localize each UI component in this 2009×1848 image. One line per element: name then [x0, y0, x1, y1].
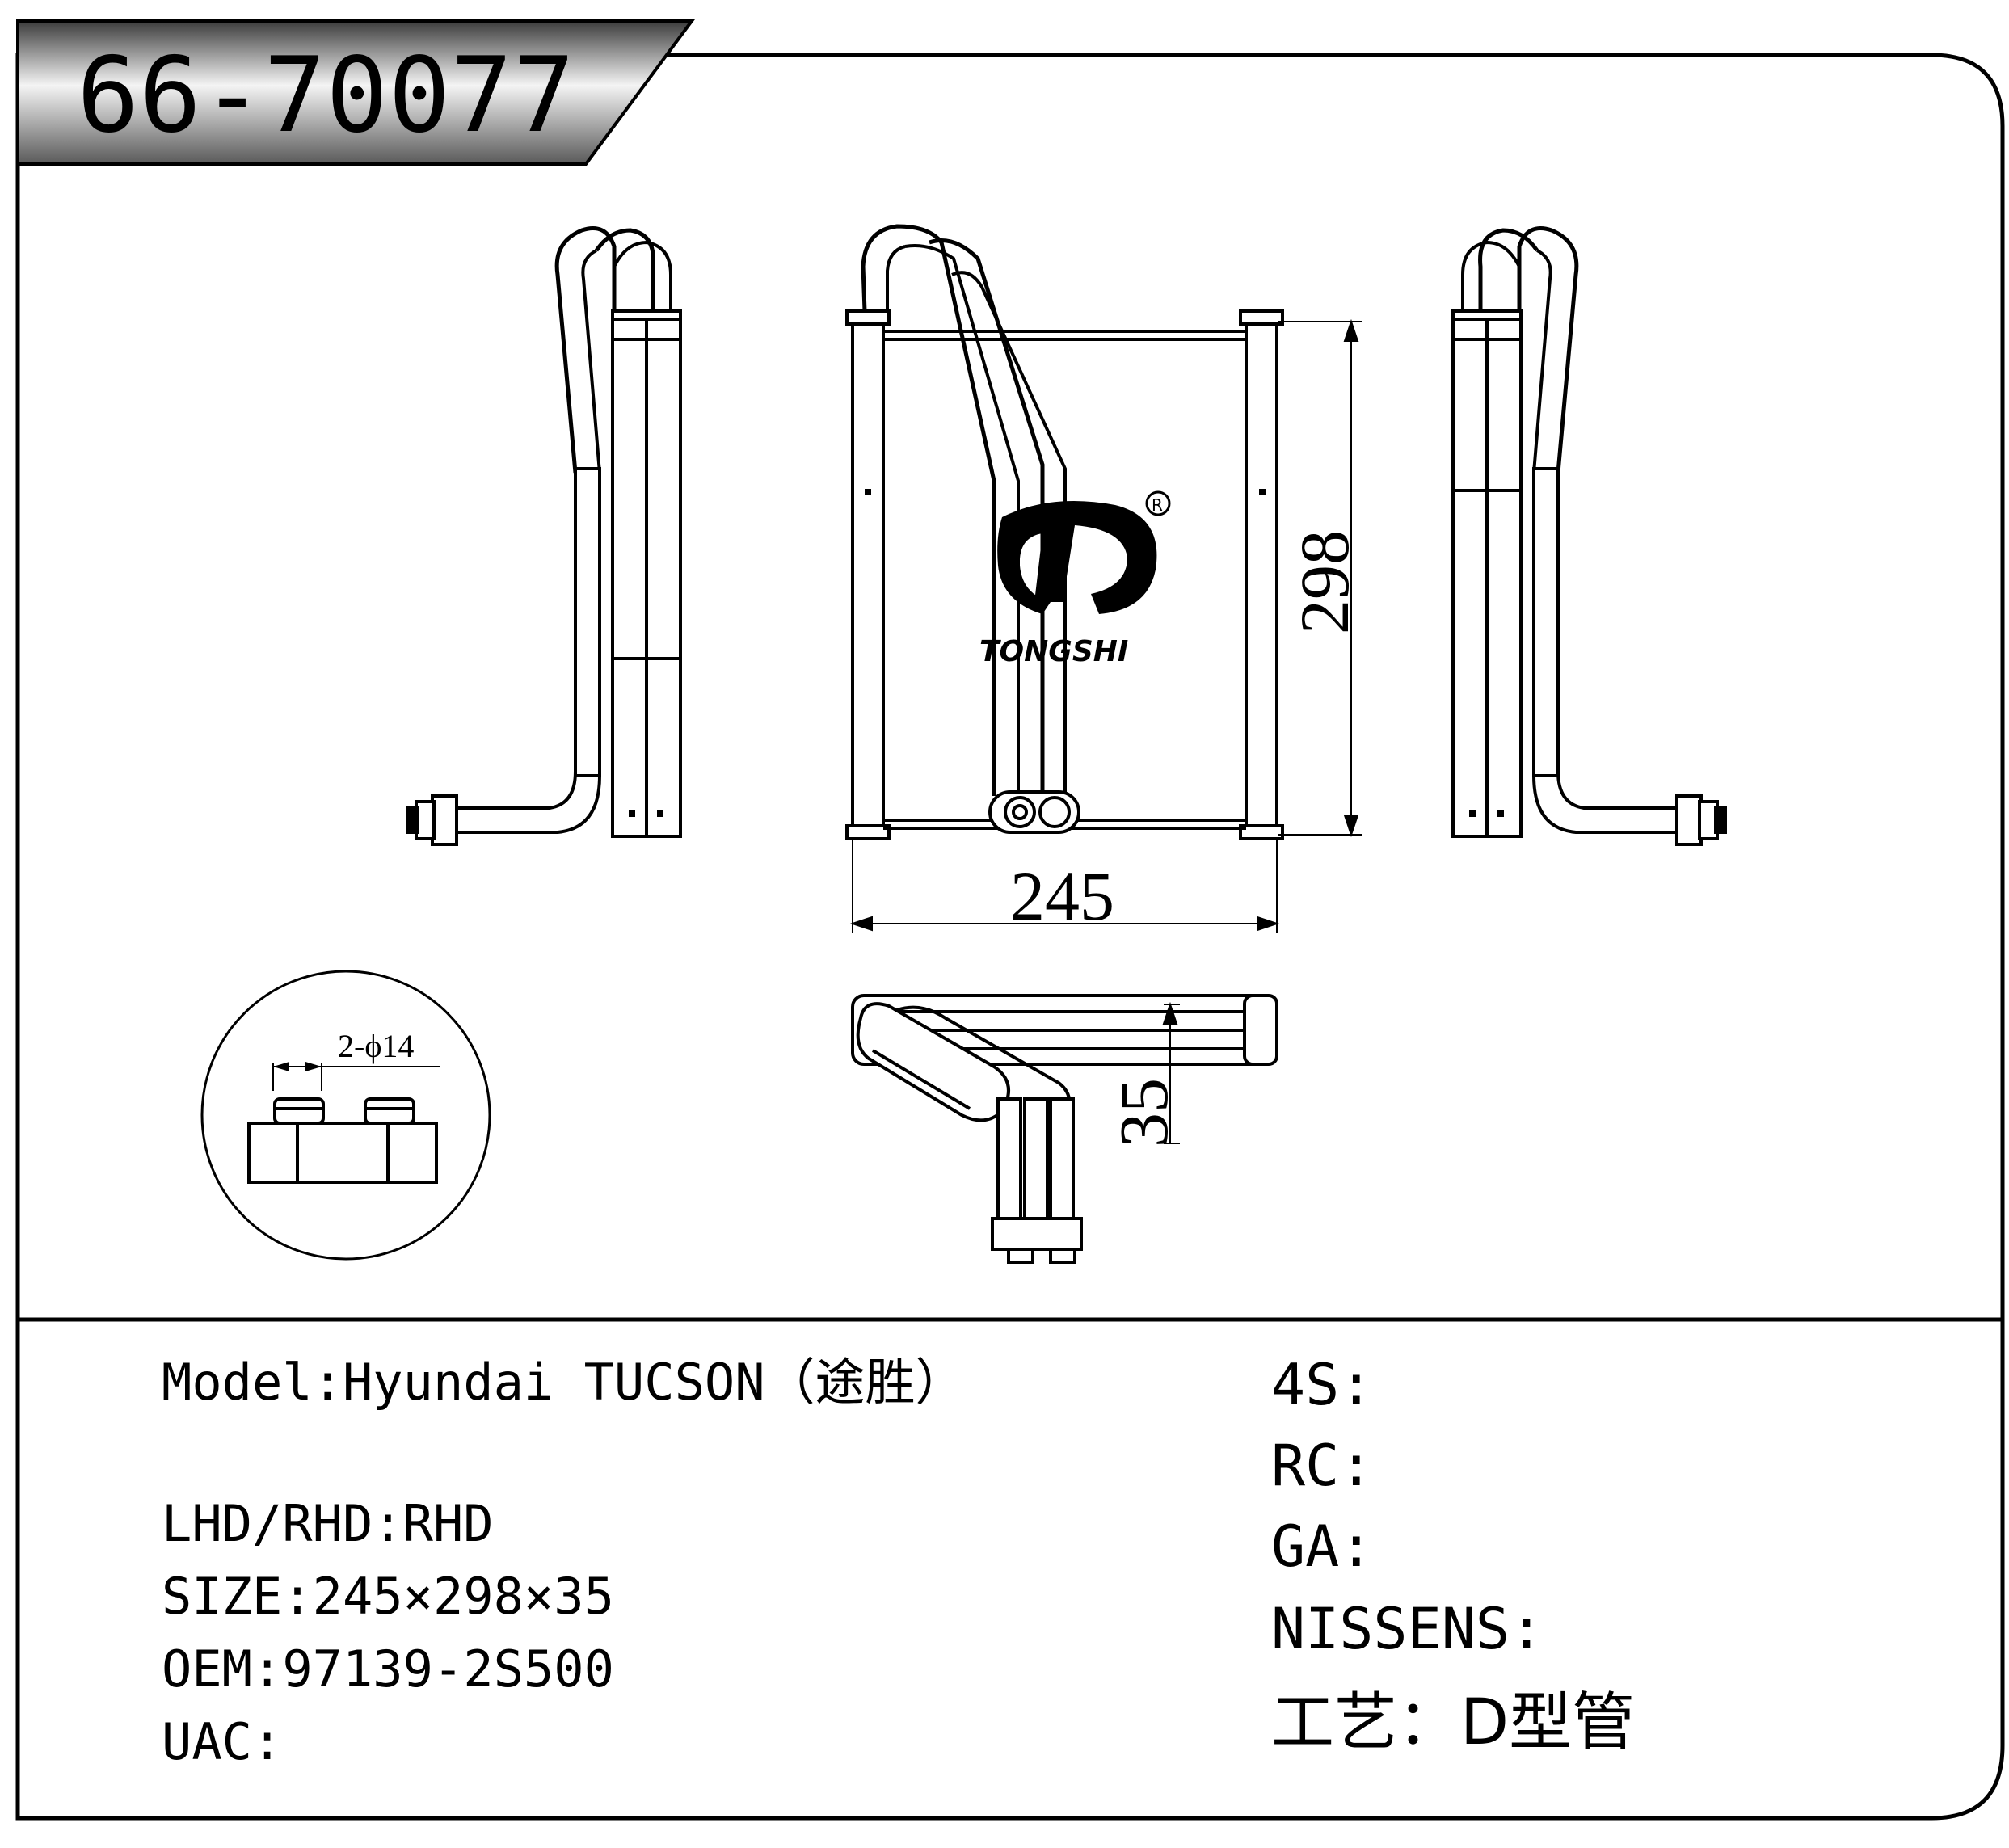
width-dimension: [849, 840, 1280, 933]
spec-rc: RC:: [1271, 1433, 1373, 1499]
spec-uac: UAC:: [162, 1712, 282, 1771]
spec-model: Model:Hyundai TUCSON（途胜）: [162, 1353, 966, 1412]
width-value: 245: [1010, 857, 1114, 935]
swoosh-icon: [997, 501, 1157, 614]
connector-detail: 2-ϕ14: [200, 970, 491, 1261]
sheet-border: [15, 53, 2005, 1821]
brand-name: TONGSHI: [979, 635, 1128, 668]
specs-left: Model:Hyundai TUCSON（途胜） LHD/RHD:RHD SIZ…: [162, 1353, 966, 1771]
spec-process: 工艺：D型管: [1271, 1686, 1635, 1759]
specs-right: 4S: RC: GA: NISSENS: 工艺：D型管: [1271, 1352, 1635, 1759]
part-number-banner: 66-70077: [16, 19, 695, 166]
depth-dimension: [1162, 1001, 1180, 1144]
brand-logo: TONGSHI R: [979, 490, 1171, 668]
spec-size: SIZE:245×298×35: [162, 1567, 614, 1626]
depth-value: 35: [1105, 1078, 1182, 1147]
top-view: [851, 994, 1278, 1264]
spec-lhd-rhd: LHD/RHD:RHD: [162, 1494, 494, 1553]
height-value: 298: [1286, 530, 1363, 634]
pipe-size-label: 2-ϕ14: [338, 1028, 414, 1064]
part-number: 66-70077: [77, 36, 575, 156]
left-side-view: [406, 226, 682, 846]
right-side-view: [1451, 226, 1727, 846]
height-dimension: [1278, 318, 1362, 838]
spec-nissens: NISSENS:: [1271, 1596, 1544, 1662]
front-view: [845, 224, 1284, 840]
spec-oem: OEM:97139-2S500: [162, 1640, 614, 1699]
registered-mark-icon: [1145, 490, 1171, 516]
registered-mark: R: [1152, 495, 1163, 515]
spec-4s: 4S:: [1271, 1352, 1373, 1418]
spec-ga: GA:: [1271, 1513, 1373, 1580]
